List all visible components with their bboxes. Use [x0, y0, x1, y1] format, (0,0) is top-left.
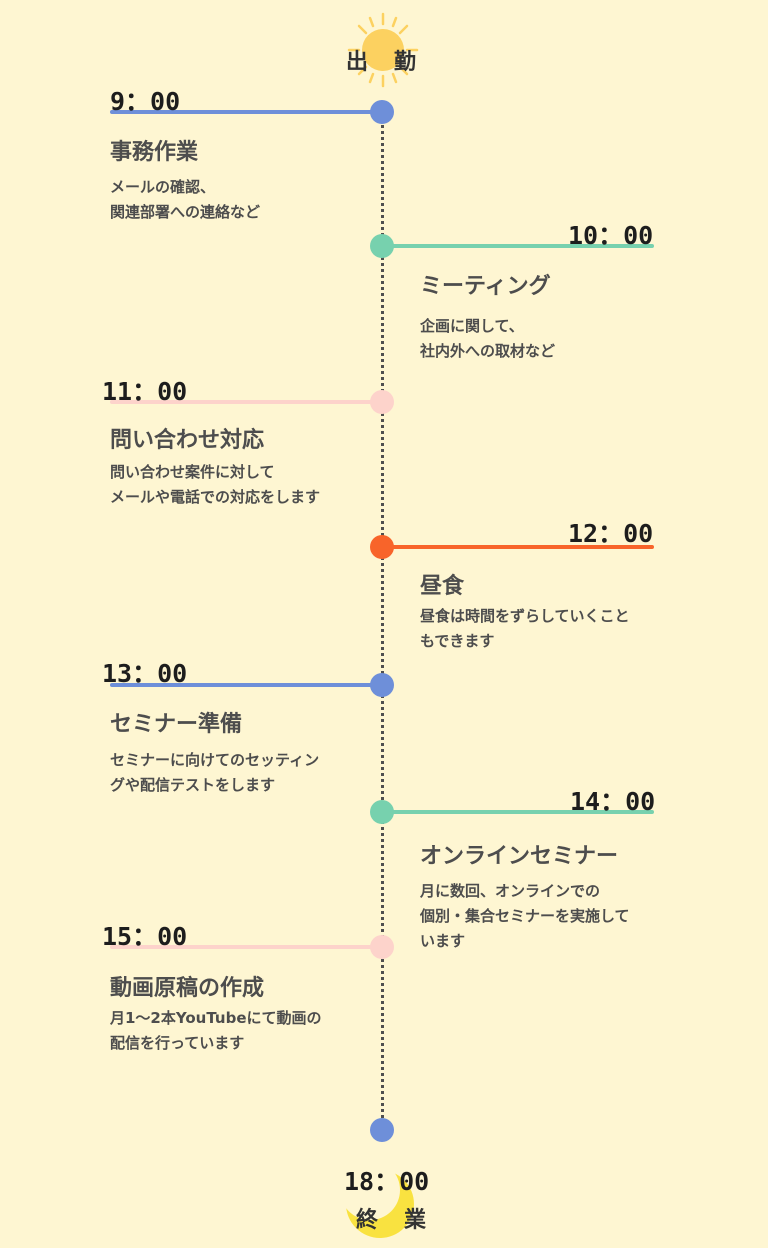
entry-desc-line: 関連部署への連絡など: [110, 203, 261, 221]
timeline-connector-1500: [110, 945, 382, 949]
entry-desc-line: グや配信テストをします: [110, 776, 276, 794]
entry-desc-line: セミナーに向けてのセッティン: [110, 751, 320, 769]
timeline-connector-1400: [382, 810, 654, 814]
entry-desc-line: 月1～2本YouTubeにて動画の: [110, 1009, 322, 1027]
entry-desc-1500: 月1～2本YouTubeにて動画の 配信を行っています: [110, 1006, 322, 1056]
sun-icon: [347, 12, 419, 88]
entry-desc-line: メールや電話での対応をします: [110, 488, 321, 506]
entry-title-1100: 問い合わせ対応: [110, 428, 265, 453]
entry-title-1500: 動画原稿の作成: [110, 976, 265, 1001]
entry-title-1000: ミーティング: [420, 274, 551, 299]
timeline-connector-1000: [382, 244, 654, 248]
entry-title-0900: 事務作業: [110, 140, 199, 165]
time-label-1400: 14：00: [570, 787, 656, 816]
clock-out-char-left: 終: [356, 1208, 379, 1233]
clock-out-char-right: 業: [404, 1208, 427, 1233]
time-label-1200: 12：00: [568, 519, 654, 548]
timeline-connector-1100: [110, 400, 382, 404]
entry-desc-line: メールの確認、: [110, 178, 216, 196]
timeline-dot-1100: [370, 390, 394, 414]
timeline-dot-1200: [370, 535, 394, 559]
timeline-connector-0900: [110, 110, 382, 114]
entry-desc-line: 問い合わせ案件に対して: [110, 463, 275, 481]
clock-in-label: 出勤: [346, 44, 416, 76]
timeline-dot-0900: [370, 100, 394, 124]
entry-desc-1400: 月に数回、オンラインでの 個別・集合セミナーを実施して います: [420, 879, 630, 954]
entry-title-1400: オンラインセミナー: [420, 844, 619, 869]
moon-icon: [346, 1170, 414, 1238]
timeline-dot-1000: [370, 234, 394, 258]
entry-desc-line: 社内外への取材など: [420, 342, 556, 360]
entry-desc-line: 昼食は時間をずらしていくこと: [420, 607, 630, 625]
timeline-dot-end: [370, 1118, 394, 1142]
entry-desc-line: もできます: [420, 632, 495, 650]
time-label-1000: 10：00: [568, 221, 654, 250]
timeline-connector-1300: [110, 683, 382, 687]
entry-desc-line: 月に数回、オンラインでの: [420, 882, 601, 900]
entry-desc-line: 個別・集合セミナーを実施して: [420, 907, 630, 925]
entry-title-1300: セミナー準備: [110, 712, 243, 737]
time-label-1500: 15：00: [102, 922, 188, 951]
clock-in-char-left: 出: [346, 50, 369, 75]
entry-desc-0900: メールの確認、 関連部署への連絡など: [110, 175, 260, 225]
timeline-dot-1300: [370, 673, 394, 697]
entry-desc-1300: セミナーに向けてのセッティン グや配信テストをします: [110, 748, 319, 798]
time-label-0900: 9：00: [110, 87, 181, 116]
time-label-1100: 11：00: [102, 377, 188, 406]
entry-title-1200: 昼食: [420, 574, 465, 599]
entry-desc-1100: 問い合わせ案件に対して メールや電話での対応をします: [110, 460, 320, 510]
timeline-axis: [381, 112, 384, 1130]
entry-desc-line: います: [420, 932, 466, 950]
entry-desc-1000: 企画に関して、 社内外への取材など: [420, 314, 555, 364]
entry-desc-line: 企画に関して、: [420, 317, 524, 335]
timeline-connector-1200: [382, 545, 654, 549]
entry-desc-1200: 昼食は時間をずらしていくこと もできます: [420, 604, 630, 654]
timeline-dot-1400: [370, 800, 394, 824]
time-label-1300: 13：00: [102, 659, 188, 688]
entry-desc-line: 配信を行っています: [110, 1034, 245, 1052]
clock-out-label: 終業: [356, 1202, 426, 1234]
clock-out-time: 18：00: [344, 1167, 430, 1196]
timeline-dot-1500: [370, 935, 394, 959]
clock-in-char-right: 勤: [394, 50, 417, 75]
